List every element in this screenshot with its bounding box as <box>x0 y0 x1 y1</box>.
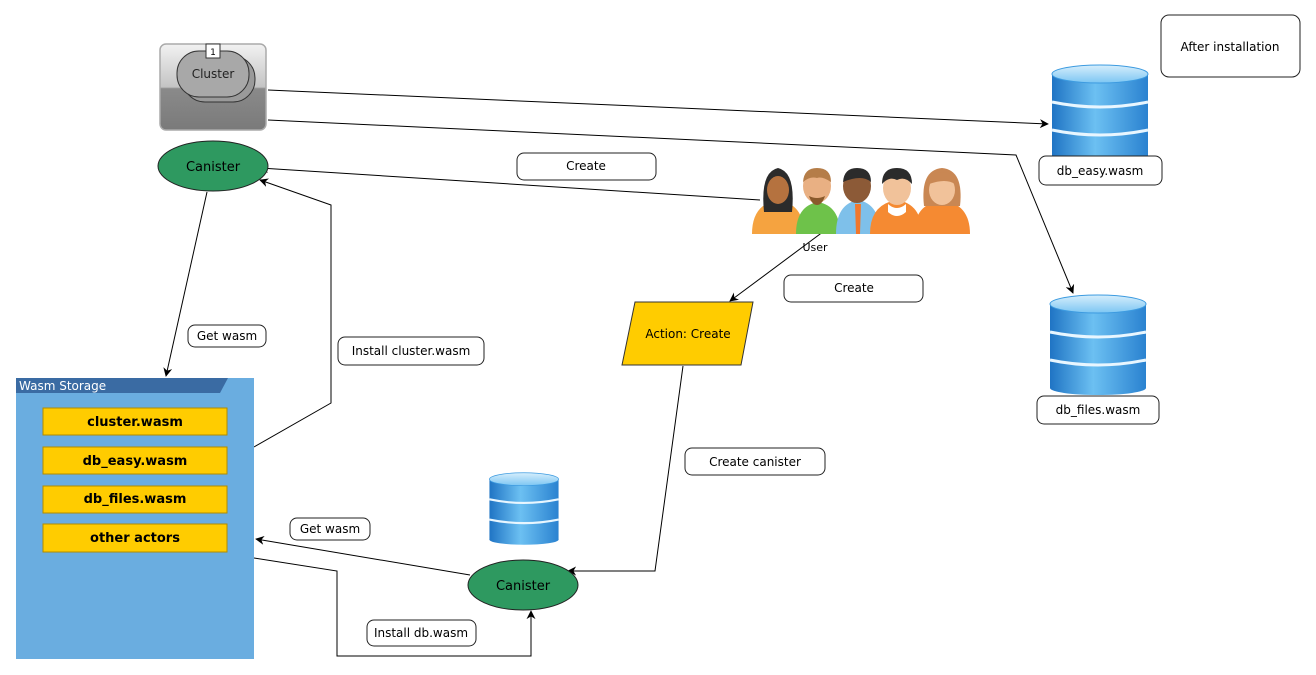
storage-item-label: cluster.wasm <box>87 415 183 430</box>
edge-label-create-action-text: Create <box>834 281 874 295</box>
cluster-count-badge <box>205 43 221 59</box>
edge-label-create-canister: Create canister <box>684 447 826 476</box>
edge-label-create-top-text: Create <box>566 159 606 173</box>
wasm-storage[interactable]: Wasm Storage cluster.wasm db_easy.wasm d… <box>16 378 254 659</box>
after-installation-note: After installation <box>1160 14 1301 78</box>
edge-label-install-db-text: Install db.wasm <box>374 626 468 640</box>
user-group[interactable]: User <box>752 168 970 254</box>
edge-label-create-top: Create <box>516 152 657 181</box>
db-files-label: db_files.wasm <box>1056 403 1141 417</box>
edge-cluster-to-db-easy <box>267 89 1049 129</box>
edge-canister-to-storage <box>163 191 208 377</box>
storage-item-label: db_files.wasm <box>84 492 187 507</box>
edge-label-get-wasm-top: Get wasm <box>187 324 267 348</box>
edge-label-get-wasm-bottom-text: Get wasm <box>300 522 360 536</box>
db-easy-label: db_easy.wasm <box>1057 164 1144 178</box>
database-icon <box>488 471 560 547</box>
database-icon <box>1048 293 1148 396</box>
cluster-count-text: 1 <box>210 48 216 58</box>
cluster-label: Cluster <box>192 67 235 81</box>
storage-item[interactable]: db_files.wasm <box>42 485 228 514</box>
edge-canister-bottom-to-storage <box>255 535 471 576</box>
db-files-node[interactable]: db_files.wasm <box>1036 293 1160 425</box>
storage-item[interactable]: cluster.wasm <box>42 407 228 436</box>
edge-label-get-wasm-bottom: Get wasm <box>289 517 371 541</box>
action-create-label: Action: Create <box>645 327 730 341</box>
after-installation-label: After installation <box>1181 40 1280 54</box>
edge-label-install-cluster-text: Install cluster.wasm <box>352 344 471 358</box>
storage-item-label: other actors <box>90 531 180 546</box>
edge-label-get-wasm-top-text: Get wasm <box>197 329 257 343</box>
edge-cluster-to-db-files <box>267 119 1075 294</box>
storage-item-label: db_easy.wasm <box>83 454 188 469</box>
edge-action-to-canister-bottom <box>567 365 684 576</box>
action-create-node[interactable]: Action: Create <box>621 301 754 366</box>
storage-item[interactable]: db_easy.wasm <box>42 446 228 475</box>
edge-storage-to-canister-bottom <box>253 557 536 657</box>
edge-label-create-action: Create <box>783 274 924 303</box>
canister-top-label: Canister <box>186 160 241 175</box>
storage-item[interactable]: other actors <box>42 523 228 553</box>
edge-label-create-canister-text: Create canister <box>709 455 801 469</box>
edge-user-to-canister-top <box>259 164 761 201</box>
canister-top-node[interactable]: Canister <box>157 140 269 192</box>
canister-bottom-label: Canister <box>496 579 551 594</box>
cluster-stack[interactable]: Cluster 1 <box>159 43 267 131</box>
wasm-storage-title: Wasm Storage <box>19 379 106 393</box>
edge-storage-to-canister-top <box>253 178 332 448</box>
db-easy-node[interactable]: db_easy.wasm <box>1038 64 1163 186</box>
user-label: User <box>802 241 828 254</box>
database-icon <box>1050 64 1150 164</box>
edge-label-install-cluster: Install cluster.wasm <box>337 336 485 366</box>
canister-bottom-node[interactable]: Canister <box>467 559 579 611</box>
edge-label-install-db: Install db.wasm <box>366 619 477 647</box>
users-icon <box>752 168 970 234</box>
